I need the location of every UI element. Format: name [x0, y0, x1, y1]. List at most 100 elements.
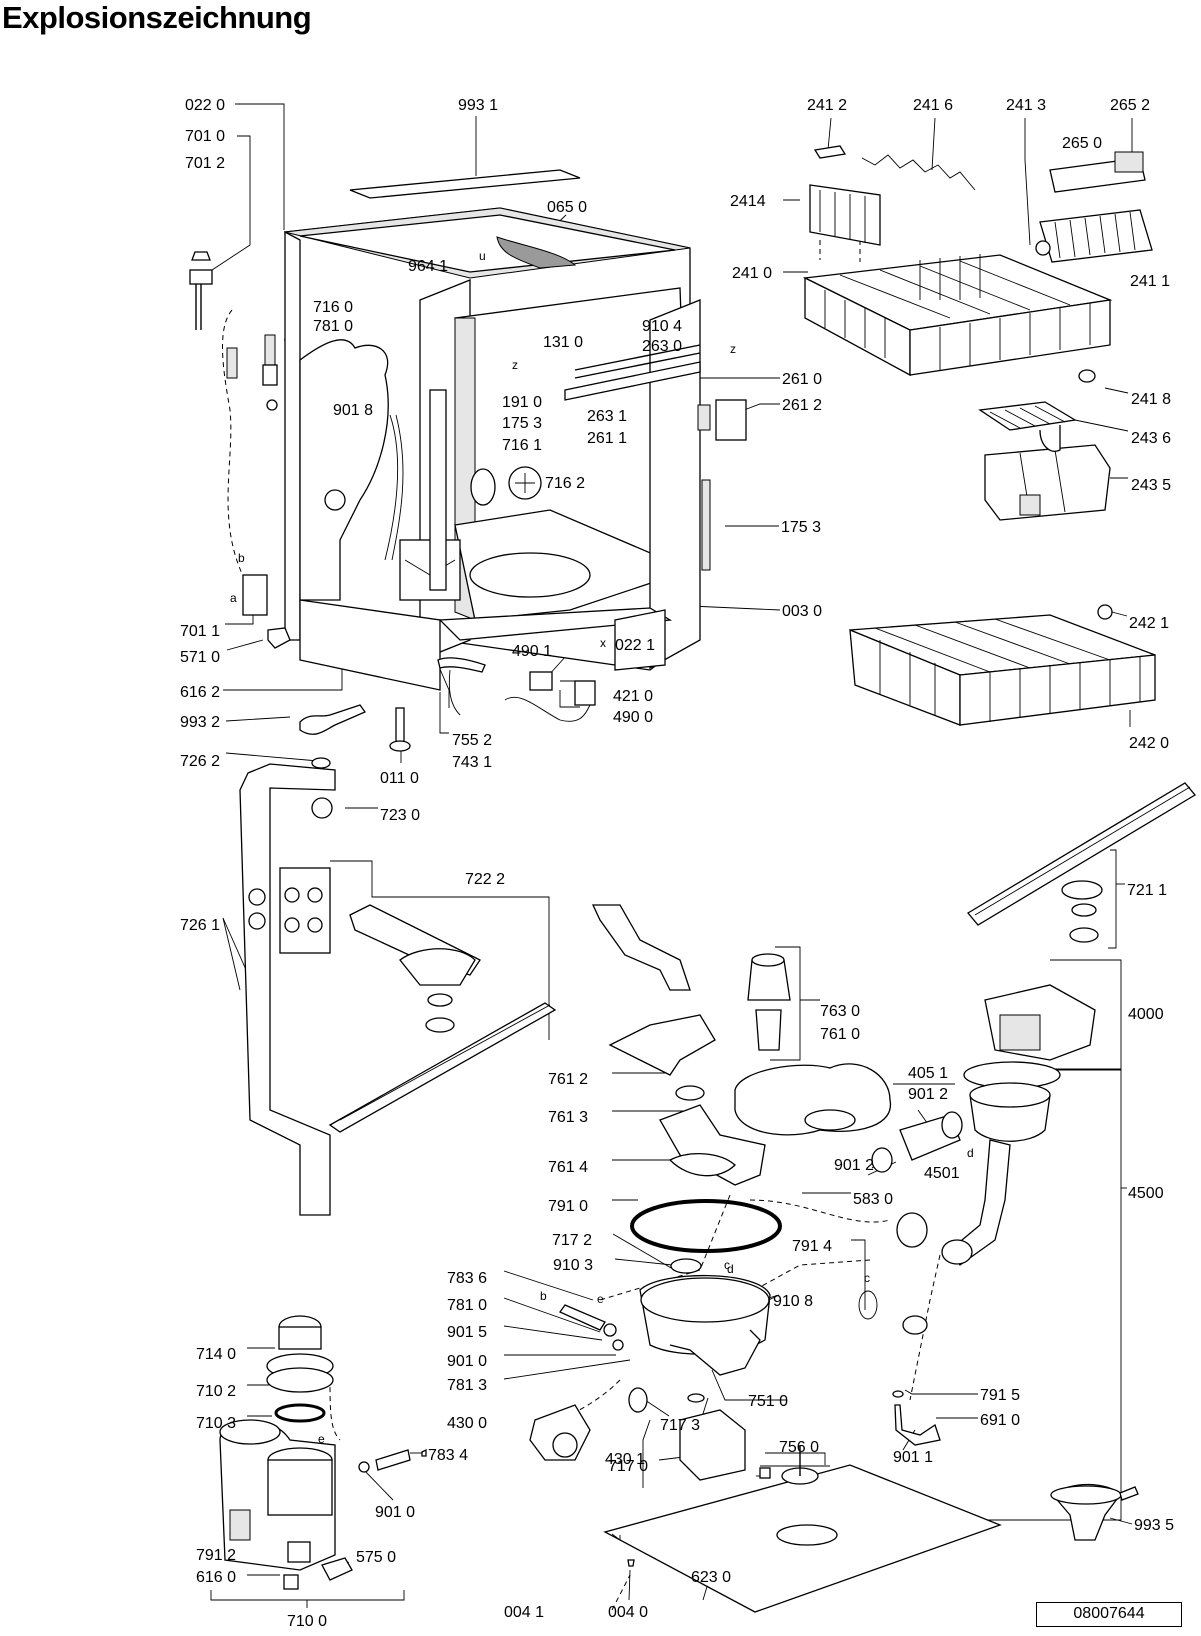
callout: 243 6 — [1131, 430, 1171, 447]
callout: 791 4 — [792, 1238, 832, 1255]
callout: 781 0 — [447, 1297, 487, 1314]
callout: 241 6 — [913, 97, 953, 114]
callout: 065 0 — [547, 199, 587, 216]
callout: 714 0 — [196, 1346, 236, 1363]
letter-marker: z — [512, 358, 518, 372]
callout: 241 8 — [1131, 391, 1171, 408]
callout: 623 0 — [691, 1569, 731, 1586]
callout: 2414 — [730, 193, 766, 210]
callout: 901 5 — [447, 1324, 487, 1341]
letter-marker: e — [318, 1432, 325, 1446]
callout: 781 0 — [313, 318, 353, 335]
callout: 761 0 — [820, 1026, 860, 1043]
letter-marker: a — [230, 591, 237, 605]
letter-marker: c — [724, 1258, 730, 1272]
dishwasher-tub — [284, 207, 747, 691]
callout: 616 2 — [180, 684, 220, 701]
callout: 751 0 — [748, 1393, 788, 1410]
callout: 265 2 — [1110, 97, 1150, 114]
callout: 901 2 — [908, 1086, 948, 1103]
callout: 4000 — [1128, 1006, 1164, 1023]
callout: 430 0 — [447, 1415, 487, 1432]
callout: 721 1 — [1127, 882, 1167, 899]
callout: 011 0 — [380, 770, 419, 787]
callout: 421 0 — [613, 688, 653, 705]
callout: 763 0 — [820, 1003, 860, 1020]
callout: 717 3 — [660, 1417, 700, 1434]
bottom-plate-group — [603, 1445, 1139, 1613]
callout: 761 4 — [548, 1159, 588, 1176]
callout: 717 2 — [552, 1232, 592, 1249]
lower-rack — [849, 604, 1156, 726]
callout: 691 0 — [980, 1412, 1020, 1429]
letter-marker: b — [540, 1289, 547, 1303]
callout: 4501 — [924, 1165, 960, 1182]
callout: 726 2 — [180, 753, 220, 770]
callout: 131 0 — [543, 334, 583, 351]
callout: 701 2 — [185, 155, 225, 172]
callout: 993 5 — [1134, 1517, 1174, 1534]
callout: 710 2 — [196, 1383, 236, 1400]
callout: 722 2 — [465, 871, 505, 888]
letter-marker: u — [479, 249, 486, 263]
callout: 616 0 — [196, 1569, 236, 1586]
callout: 761 2 — [548, 1071, 588, 1088]
callout: 964 1 — [408, 258, 448, 275]
callout: 761 3 — [548, 1109, 588, 1126]
callout: 781 3 — [447, 1377, 487, 1394]
center-sump-group — [529, 904, 1096, 1481]
callout: 716 0 — [313, 299, 353, 316]
callout: 490 0 — [613, 709, 653, 726]
page-title: Explosionszeichnung — [2, 0, 312, 35]
callout: 791 2 — [196, 1547, 236, 1564]
callout: 191 0 — [502, 394, 542, 411]
callout: 263 0 — [642, 338, 682, 355]
callout: 723 0 — [380, 807, 420, 824]
callout: 701 1 — [180, 623, 220, 640]
part-insulation-strip — [349, 169, 581, 199]
callout: 571 0 — [180, 649, 220, 666]
callout: 261 2 — [782, 397, 822, 414]
callout: 022 0 — [185, 97, 225, 114]
callout: 716 2 — [545, 475, 585, 492]
callout: 263 1 — [587, 408, 627, 425]
callout: 791 5 — [980, 1387, 1020, 1404]
letter-marker: b — [238, 551, 245, 565]
callout: 241 0 — [732, 265, 772, 282]
letter-marker: d — [727, 1262, 734, 1276]
callout: 783 4 — [428, 1447, 468, 1464]
callout: 261 1 — [587, 430, 627, 447]
callout: 003 0 — [782, 603, 822, 620]
upper-spray-arm — [967, 782, 1196, 943]
callout: 901 2 — [834, 1157, 874, 1174]
callout: 993 2 — [180, 714, 220, 731]
left-parts — [189, 251, 596, 752]
callout: 022 1 — [615, 637, 655, 654]
callout: 910 3 — [553, 1257, 593, 1274]
letter-marker: e — [597, 1292, 604, 1306]
callout: 175 3 — [781, 519, 821, 536]
callout: 430 1 — [605, 1451, 645, 1468]
callout: 910 4 — [642, 318, 682, 335]
callout: 910 8 — [773, 1293, 813, 1310]
callout: 243 5 — [1131, 477, 1171, 494]
callout: 241 1 — [1130, 273, 1170, 290]
callout: 261 0 — [782, 371, 822, 388]
callout: 993 1 — [458, 97, 498, 114]
callout: 756 0 — [779, 1439, 819, 1456]
callout: 004 0 — [608, 1604, 648, 1621]
callout: 716 1 — [502, 437, 542, 454]
letter-marker: z — [730, 342, 736, 356]
callout: 4500 — [1128, 1185, 1164, 1202]
callout: 901 0 — [375, 1504, 415, 1521]
callout: 710 3 — [196, 1415, 236, 1432]
callout: 575 0 — [356, 1549, 396, 1566]
callout: 791 0 — [548, 1198, 588, 1215]
callout: 242 1 — [1129, 615, 1169, 632]
callout: 490 1 — [512, 643, 552, 660]
callout: 405 1 — [908, 1065, 948, 1082]
upper-rack — [802, 254, 1113, 377]
callout: 710 0 — [287, 1613, 327, 1630]
letter-markers: u z z x b a b e c d d e c — [230, 249, 974, 1446]
